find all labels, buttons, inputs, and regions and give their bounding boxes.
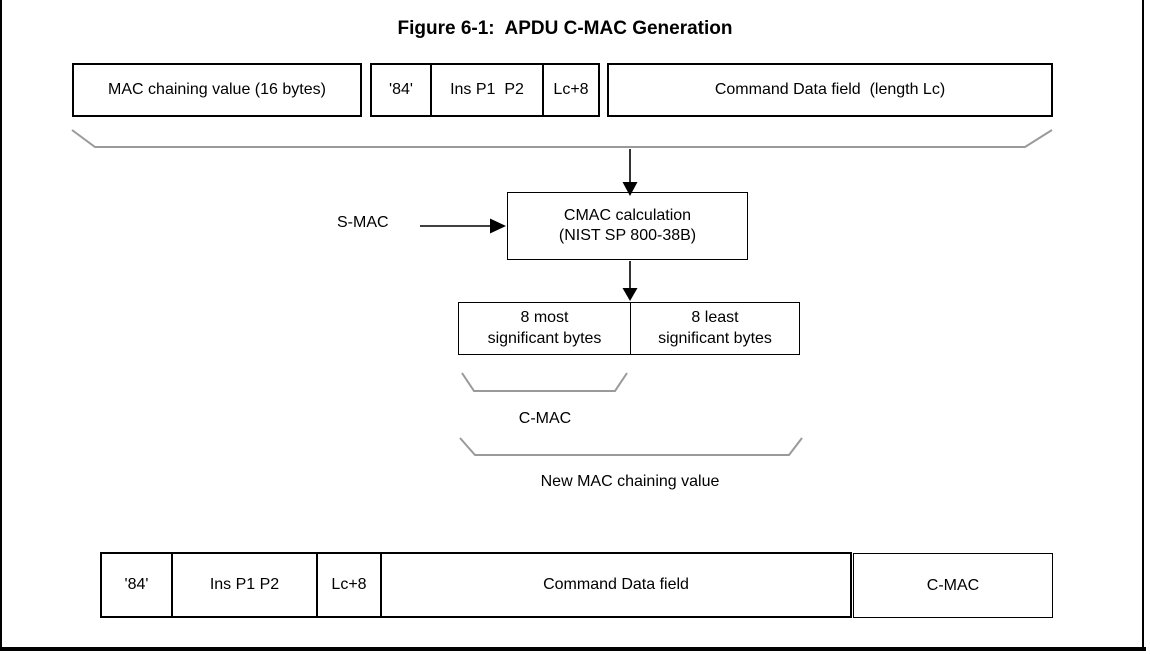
c-mac-label: C-MAC — [518, 410, 572, 427]
msb-cell: 8 most significant bytes — [459, 303, 630, 354]
page-border-bottom — [0, 647, 1146, 651]
cmac-result-box: 8 most significant bytes 8 least signifi… — [458, 302, 800, 355]
input-command-data-box: Command Data field (length Lc) — [607, 63, 1053, 117]
cmac-calculation-box: CMAC calculation (NIST SP 800-38B) — [507, 192, 748, 260]
s-mac-label: S-MAC — [337, 214, 389, 231]
input-ins-p1-p2-cell: Ins P1 P2 — [430, 65, 542, 115]
cmac-to-result-arrowhead-icon — [622, 288, 638, 301]
msb-line1: 8 most — [520, 309, 569, 327]
new-mac-chaining-brace — [459, 437, 803, 456]
c-mac-brace — [461, 372, 628, 392]
cmac-calculation-line2: (NIST SP 800-38B) — [558, 227, 697, 244]
input-cla-cell: '84' — [389, 81, 413, 98]
output-lc-cell: Lc+8 — [316, 554, 380, 616]
msb-line2: significant bytes — [487, 329, 602, 347]
input-header-group-box: '84' Ins P1 P2 Lc+8 — [370, 63, 600, 117]
lsb-cell: 8 least significant bytes — [630, 303, 799, 354]
cmac-calculation-line1: CMAC calculation — [563, 206, 692, 224]
smac-arrowhead-icon — [490, 218, 506, 234]
new-mac-chaining-value-label: New MAC chaining value — [540, 473, 720, 490]
output-ins-p1-p2-cell: Ins P1 P2 — [171, 554, 316, 616]
lsb-line1: 8 least — [691, 309, 739, 327]
input-mac-chaining-box: MAC chaining value (16 bytes) — [72, 63, 362, 117]
input-lc-cell: Lc+8 — [542, 65, 598, 115]
page-border-right — [1142, 0, 1144, 648]
page-border-left — [0, 0, 2, 651]
input-gather-brace — [71, 129, 1053, 148]
figure-title: Figure 6-1: APDU C-MAC Generation — [397, 18, 733, 39]
output-c-mac-box: C-MAC — [853, 553, 1053, 618]
output-cla-cell: '84' — [124, 576, 149, 593]
output-apdu-group-box: '84' Ins P1 P2 Lc+8 Command Data field — [100, 552, 852, 618]
output-command-data-cell: Command Data field — [380, 554, 850, 616]
lsb-line2: significant bytes — [658, 329, 772, 347]
